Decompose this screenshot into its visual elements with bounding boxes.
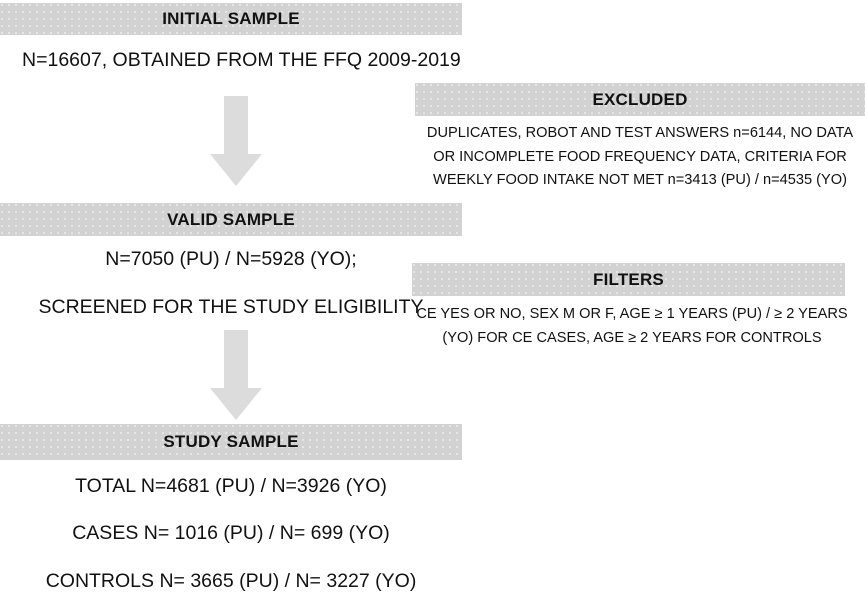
excluded-line-2: OR INCOMPLETE FOOD FREQUENCY DATA, CRITE… bbox=[433, 148, 847, 165]
valid-sample-header-label: VALID SAMPLE bbox=[167, 209, 295, 229]
filters-body: CE YES OR NO, SEX M OR F, AGE ≥ 1 YEARS … bbox=[416, 303, 848, 350]
flowchart-canvas: INITIAL SAMPLE N=16607, OBTAINED FROM TH… bbox=[0, 3, 865, 592]
excluded-header-bar: EXCLUDED bbox=[415, 83, 865, 116]
initial-sample-body: N=16607, OBTAINED FROM THE FFQ 2009-2019 bbox=[22, 46, 461, 75]
study-sample-line-total: TOTAL N=4681 (PU) / N=3926 (YO) bbox=[75, 475, 387, 497]
valid-sample-line-1: N=7050 (PU) / N=5928 (YO); bbox=[105, 248, 357, 270]
arrow-initial-to-valid-icon bbox=[210, 96, 262, 186]
filters-line-2: (YO) FOR CE CASES, AGE ≥ 2 YEARS FOR CON… bbox=[442, 329, 822, 346]
study-sample-line-cases: CASES N= 1016 (PU) / N= 699 (YO) bbox=[72, 522, 390, 545]
excluded-line-1: DUPLICATES, ROBOT AND TEST ANSWERS n=614… bbox=[426, 125, 854, 141]
excluded-line-3: WEEKLY FOOD INTAKE NOT MET n=3413 (PU) /… bbox=[433, 172, 847, 189]
initial-sample-header-label: INITIAL SAMPLE bbox=[162, 9, 300, 28]
initial-sample-header-bar: INITIAL SAMPLE bbox=[0, 3, 462, 35]
study-sample-header-bar: STUDY SAMPLE bbox=[0, 424, 462, 460]
valid-sample-body: N=7050 (PU) / N=5928 (YO); SCREENED FOR … bbox=[0, 245, 462, 323]
study-sample-header-label: STUDY SAMPLE bbox=[163, 432, 299, 451]
study-sample-body: TOTAL N=4681 (PU) / N=3926 (YO) CASES N=… bbox=[0, 472, 462, 596]
arrow-valid-to-study-icon bbox=[210, 330, 262, 420]
filters-line-1: CE YES OR NO, SEX M OR F, AGE ≥ 1 YEARS … bbox=[416, 306, 848, 322]
initial-sample-line-1: N=16607, OBTAINED FROM THE FFQ 2009-2019 bbox=[22, 49, 461, 71]
study-sample-line-controls: CONTROLS N= 3665 (PU) / N= 3227 (YO) bbox=[45, 569, 417, 592]
filters-header-label: FILTERS bbox=[593, 269, 664, 289]
excluded-header-label: EXCLUDED bbox=[592, 89, 688, 109]
filters-header-bar: FILTERS bbox=[412, 263, 845, 296]
valid-sample-header-bar: VALID SAMPLE bbox=[0, 203, 462, 236]
valid-sample-line-2: SCREENED FOR THE STUDY ELIGIBILITY bbox=[38, 296, 424, 319]
excluded-body: DUPLICATES, ROBOT AND TEST ANSWERS n=614… bbox=[420, 122, 860, 193]
